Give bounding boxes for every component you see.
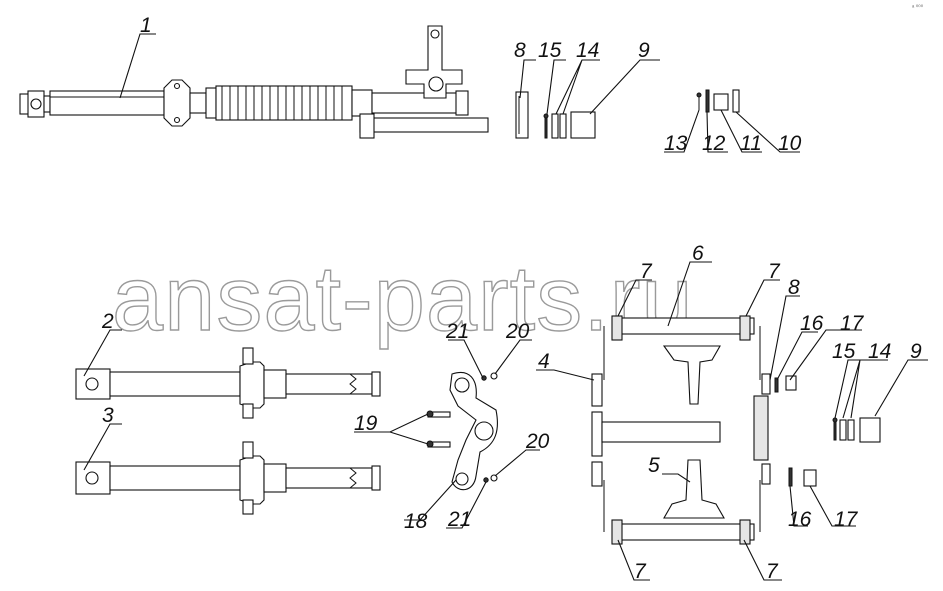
callout-11: 11	[740, 132, 762, 155]
part-14-washers-top	[551, 113, 567, 139]
callout-16-upper: 16	[800, 312, 824, 335]
part-16-17-lower	[788, 467, 817, 487]
leader-lines	[83, 33, 928, 581]
part-3-column	[75, 441, 381, 515]
callout-9-right: 9	[910, 340, 922, 363]
callout-17-upper: 17	[840, 312, 865, 335]
part-5-lower-bracket	[611, 459, 755, 545]
callout-14-right: 14	[868, 340, 891, 363]
part-16-17-upper	[774, 375, 797, 393]
callout-16-lower: 16	[788, 508, 812, 531]
callout-21-bottom: 21	[447, 508, 471, 531]
callout-7-lower-left: 7	[634, 560, 647, 583]
callout-9-top: 9	[638, 39, 650, 62]
callout-10: 10	[778, 132, 802, 155]
part-15-14-9-right	[832, 417, 881, 443]
part-13-pin	[696, 92, 702, 110]
callout-7-lower-right: 7	[766, 560, 779, 583]
callout-4: 4	[538, 350, 550, 373]
part-8-plate-top	[515, 91, 529, 139]
callout-15-top: 15	[538, 39, 562, 62]
callout-7-upper-left: 7	[640, 260, 653, 283]
callout-8-right: 8	[788, 276, 800, 299]
callout-2: 2	[101, 310, 114, 333]
corner-mark: ᵃ ⁰⁰⁰	[912, 4, 924, 11]
callout-7-upper-right: 7	[768, 260, 781, 283]
callout-20-top: 20	[505, 320, 530, 343]
callout-5: 5	[648, 454, 660, 477]
callout-14-top: 14	[576, 39, 599, 62]
part-18-bracket	[449, 372, 498, 491]
callout-12: 12	[702, 132, 726, 155]
part-6-upper-bracket	[611, 315, 755, 405]
callout-8-top: 8	[514, 39, 526, 62]
part-4-shaft	[591, 373, 721, 487]
part-19-bolts	[426, 410, 451, 448]
callout-17-lower: 17	[834, 508, 859, 531]
watermark: ansat-parts.ru	[112, 248, 694, 350]
callout-labels: 1 8 15 14 9 13 12 11 10 2 3 21 20 19 18 …	[101, 14, 922, 583]
callout-18: 18	[404, 510, 428, 533]
callout-15-right: 15	[832, 340, 856, 363]
part-1-steering-column	[19, 25, 489, 139]
part-2-column	[75, 347, 381, 419]
callout-21-top: 21	[445, 320, 469, 343]
frame-outline	[603, 326, 771, 532]
callout-13: 13	[664, 132, 688, 155]
bellows-boot	[215, 85, 353, 121]
callout-19: 19	[354, 412, 378, 435]
part-9-block-top	[570, 111, 596, 139]
part-11-bushing	[713, 93, 729, 111]
callout-3: 3	[102, 404, 114, 427]
part-10-washer	[732, 89, 740, 113]
callout-1: 1	[140, 14, 152, 37]
part-12-bolt	[705, 89, 710, 113]
callout-6: 6	[692, 242, 704, 265]
callout-20-bottom: 20	[525, 430, 550, 453]
part-15-bolt-top	[543, 113, 549, 139]
